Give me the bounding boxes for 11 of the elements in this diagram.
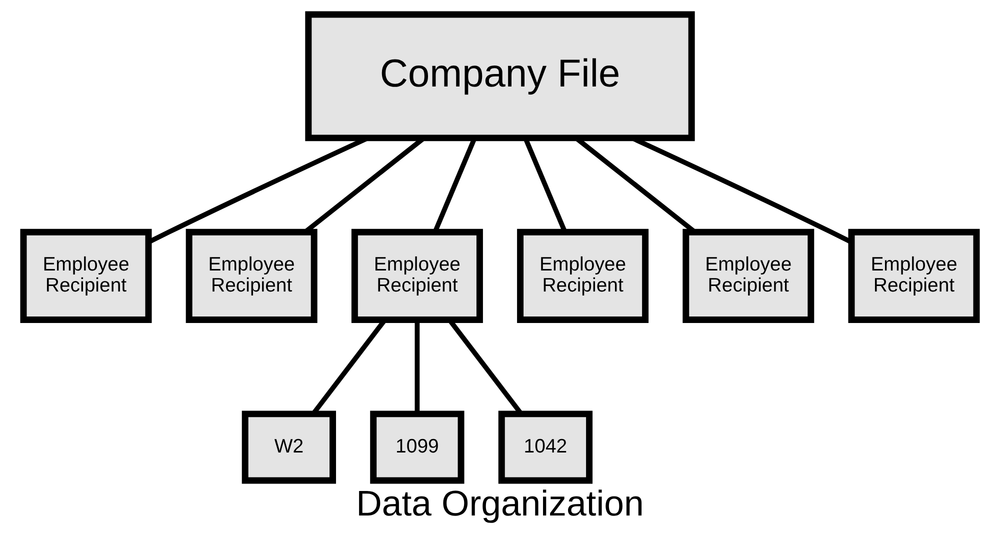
node-box: Employee Recipient [848,228,980,324]
node-box: 1042 [498,410,593,484]
node-box: Employee Recipient [20,228,152,324]
node-box: W2 [242,410,336,484]
node-box: Employee Recipient [186,228,318,324]
node-box: Employee Recipient [517,228,649,324]
node-box: Company File [305,11,695,142]
caption: Data Organization [356,484,644,524]
node-box: 1099 [370,410,464,484]
node-box: Employee Recipient [682,228,814,324]
node-box: Employee Recipient [351,228,483,324]
